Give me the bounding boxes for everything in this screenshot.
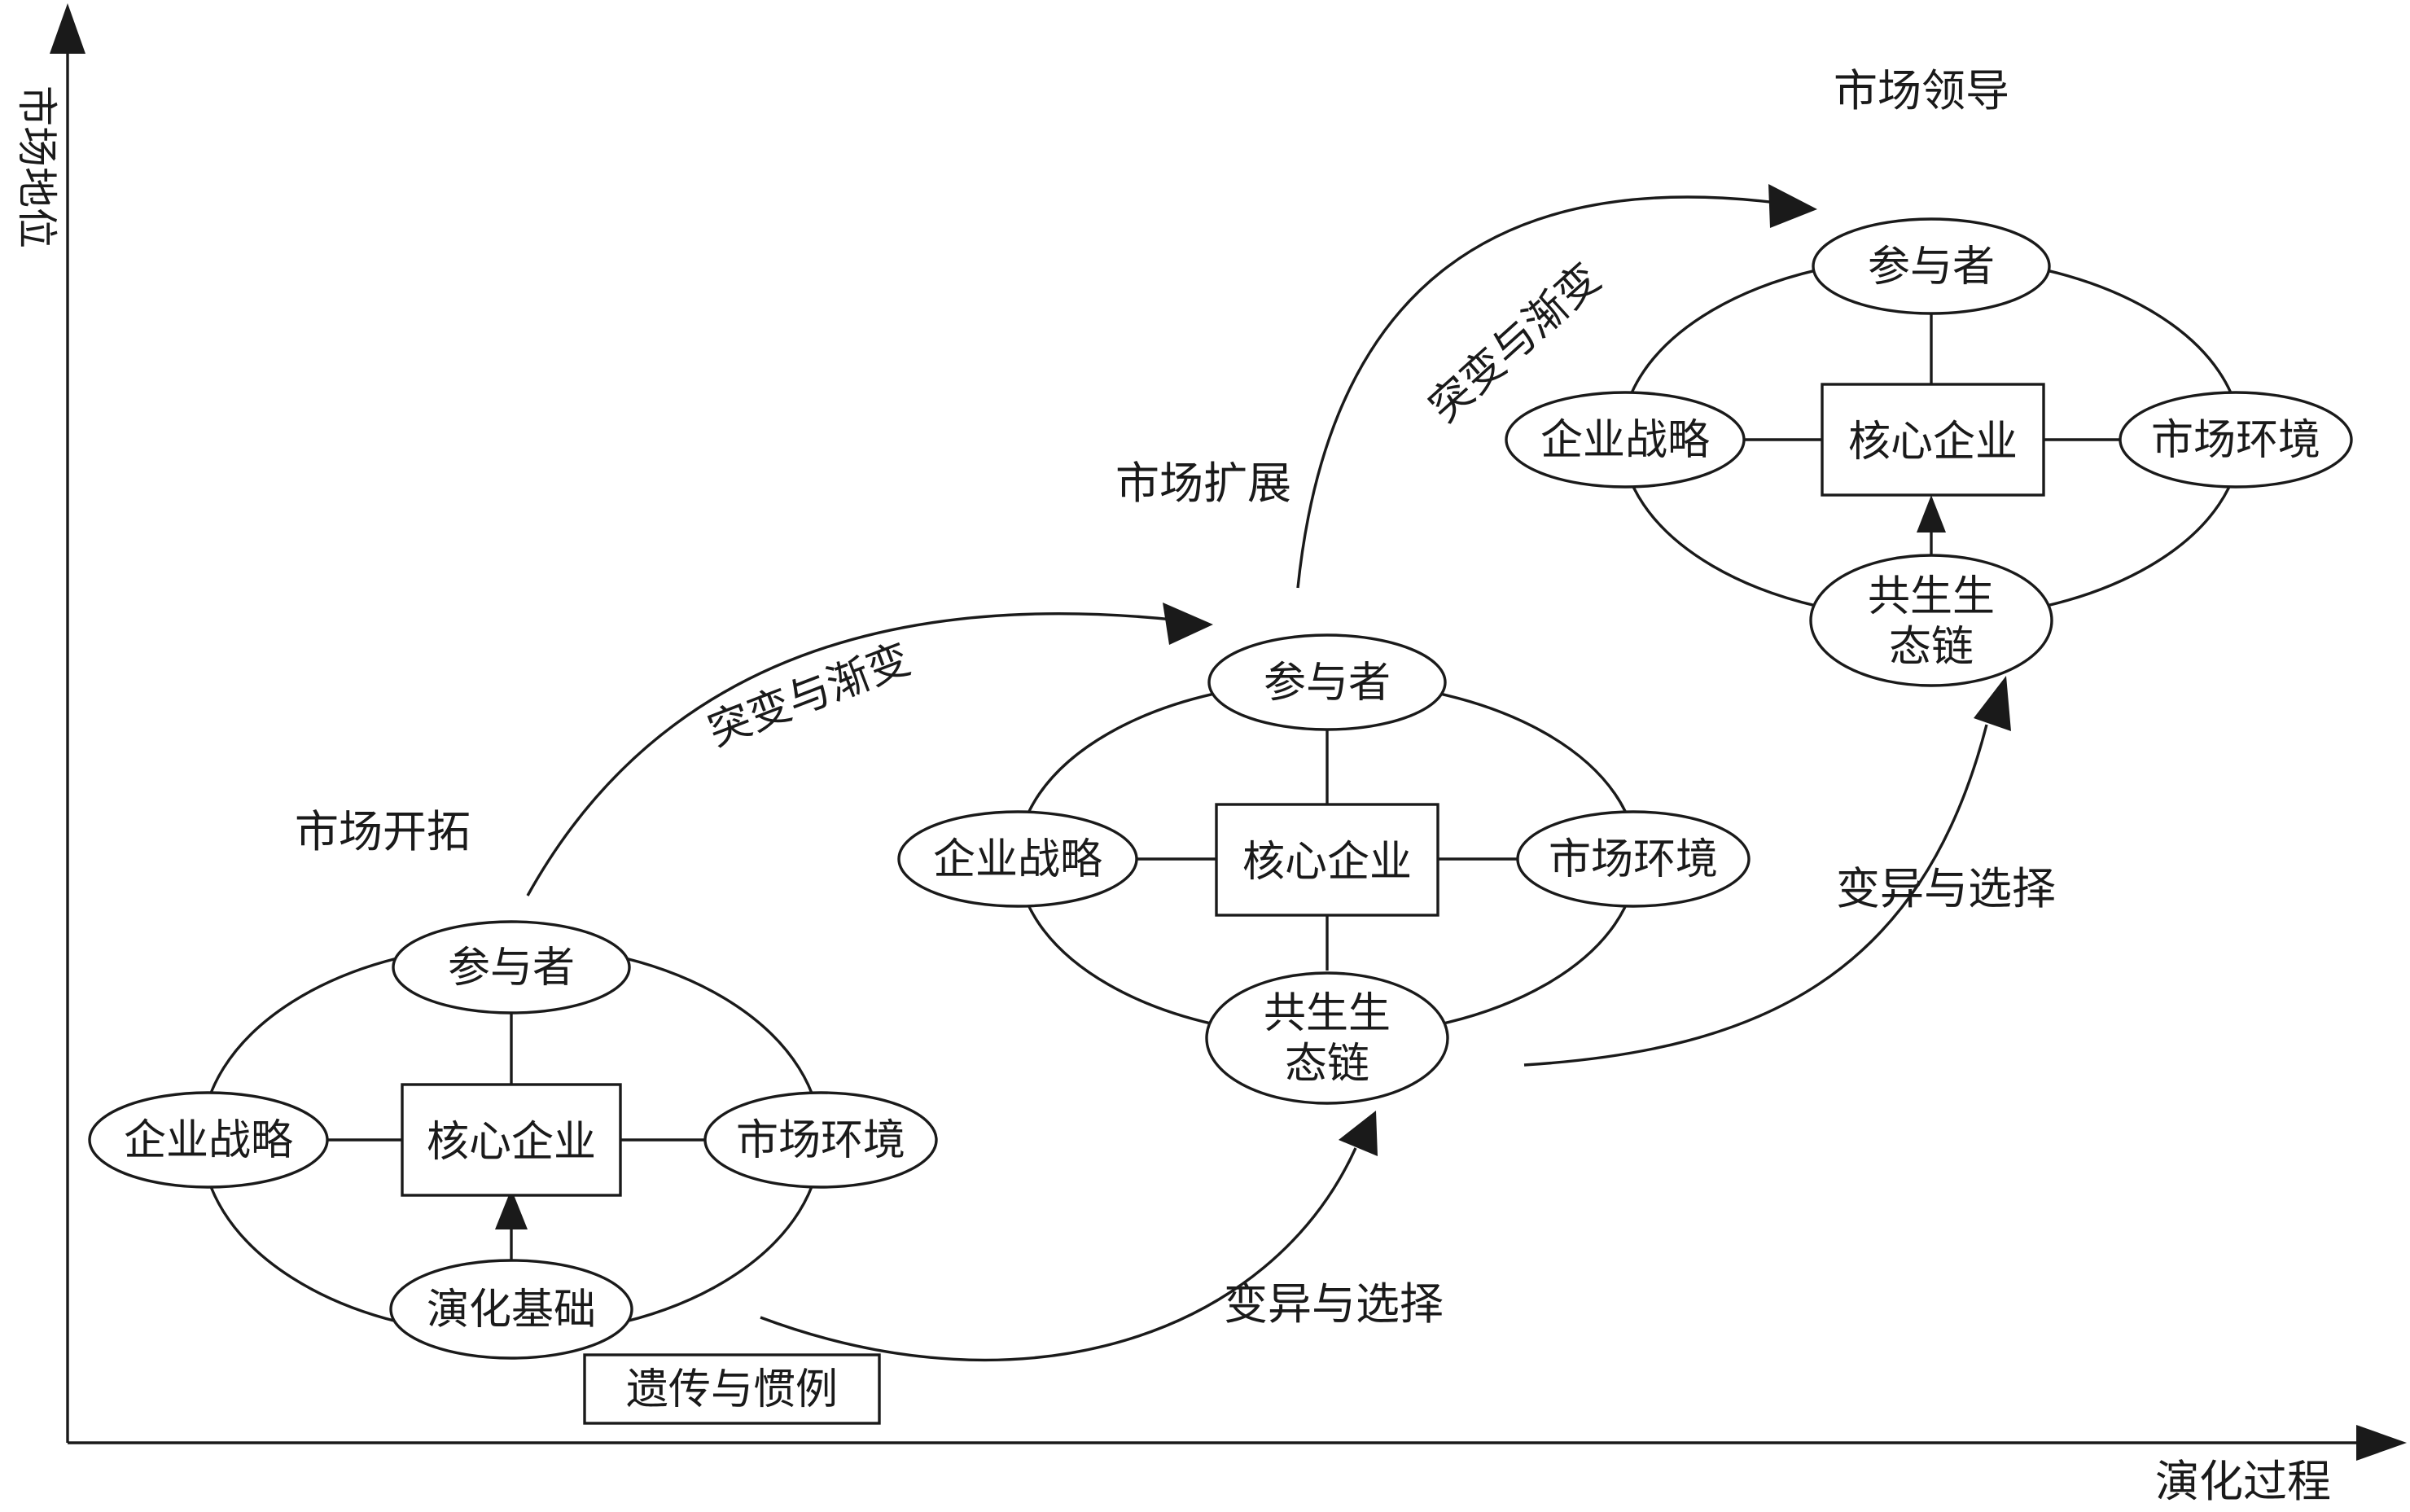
- core-enterprise-label: 核心企业: [1848, 418, 2018, 467]
- strategy-label: 企业战略: [933, 835, 1102, 884]
- environment-node: [2119, 391, 2353, 489]
- x-axis-arrowhead: [2356, 1425, 2407, 1461]
- stage-title: 市场开拓: [295, 806, 471, 857]
- core-enterprise-box: [1215, 803, 1439, 917]
- symbiosis-chain-node: [1809, 554, 2053, 687]
- strategy-node: [1505, 391, 1746, 489]
- selection-label-1: 变异与选择: [1224, 1278, 1444, 1330]
- arrowhead: [1768, 184, 1817, 228]
- participant-label: 参与者: [1264, 659, 1391, 708]
- core-enterprise-box: [1821, 383, 2045, 497]
- stage-market-expansion: 市场扩展 参与者 企业战略 核心企业 市场环境 共生生 态链: [897, 458, 1751, 1105]
- selection-label-2: 变异与选择: [1836, 863, 2056, 914]
- core-enterprise-label: 核心企业: [1242, 838, 1412, 887]
- arrowhead: [1163, 603, 1213, 645]
- selection-arrow-2: [1523, 724, 1988, 1067]
- environment-node: [703, 1091, 938, 1189]
- foundation-node: [389, 1259, 633, 1360]
- axes: 市场地位 演化过程: [13, 3, 2407, 1507]
- x-axis-label: 演化过程: [2155, 1456, 2331, 1507]
- symbiosis-label-line1: 共生生: [1868, 572, 1995, 621]
- y-axis-label: 市场地位: [13, 85, 60, 248]
- symbiosis-label-line1: 共生生: [1264, 989, 1391, 1038]
- mutation-arrow-1: [526, 612, 1181, 896]
- stage-market-pioneering: 市场开拓 参与者 企业战略 核心企业 市场环境 演化基础 遗传与惯例: [88, 806, 938, 1425]
- arrowhead: [1339, 1111, 1378, 1156]
- environment-label: 市场环境: [1549, 835, 1718, 884]
- transitions: 突变与渐变 突变与渐变 变异与选择 变异与选择: [526, 184, 2056, 1362]
- strategy-node: [897, 810, 1138, 908]
- y-axis-arrowhead: [50, 3, 85, 54]
- participant-node: [1207, 633, 1447, 731]
- participant-label: 参与者: [448, 944, 575, 993]
- mutation-arrow-2: [1296, 195, 1784, 589]
- foundation-label: 演化基础: [427, 1286, 596, 1335]
- heredity-label: 遗传与惯例: [626, 1365, 838, 1414]
- symbiosis-label-line2: 态链: [1889, 623, 1974, 672]
- strategy-label: 企业战略: [124, 1116, 293, 1165]
- symbiosis-label-line2: 态链: [1285, 1040, 1369, 1089]
- stage-market-leadership: 市场领导 参与者 企业战略 核心企业 市场环境 共生生 态链: [1505, 65, 2353, 687]
- participant-node: [392, 920, 631, 1015]
- strategy-node: [88, 1091, 329, 1189]
- stage-title: 市场扩展: [1115, 458, 1291, 509]
- core-enterprise-box: [401, 1083, 622, 1197]
- stage-title: 市场领导: [1834, 65, 2009, 116]
- arrowhead: [495, 1189, 528, 1229]
- core-enterprise-label: 核心企业: [427, 1118, 596, 1167]
- environment-node: [1516, 810, 1751, 908]
- participant-node: [1812, 217, 2051, 315]
- environment-label: 市场环境: [736, 1116, 905, 1165]
- heredity-box: [583, 1353, 881, 1425]
- selection-arrow-1: [760, 1147, 1357, 1362]
- strategy-label: 企业战略: [1540, 416, 1710, 465]
- participant-label: 参与者: [1868, 243, 1995, 291]
- arrowhead: [1974, 676, 2011, 731]
- symbiosis-chain-node: [1205, 971, 1449, 1105]
- arrowhead: [1917, 495, 1946, 532]
- environment-label: 市场环境: [2151, 416, 2320, 465]
